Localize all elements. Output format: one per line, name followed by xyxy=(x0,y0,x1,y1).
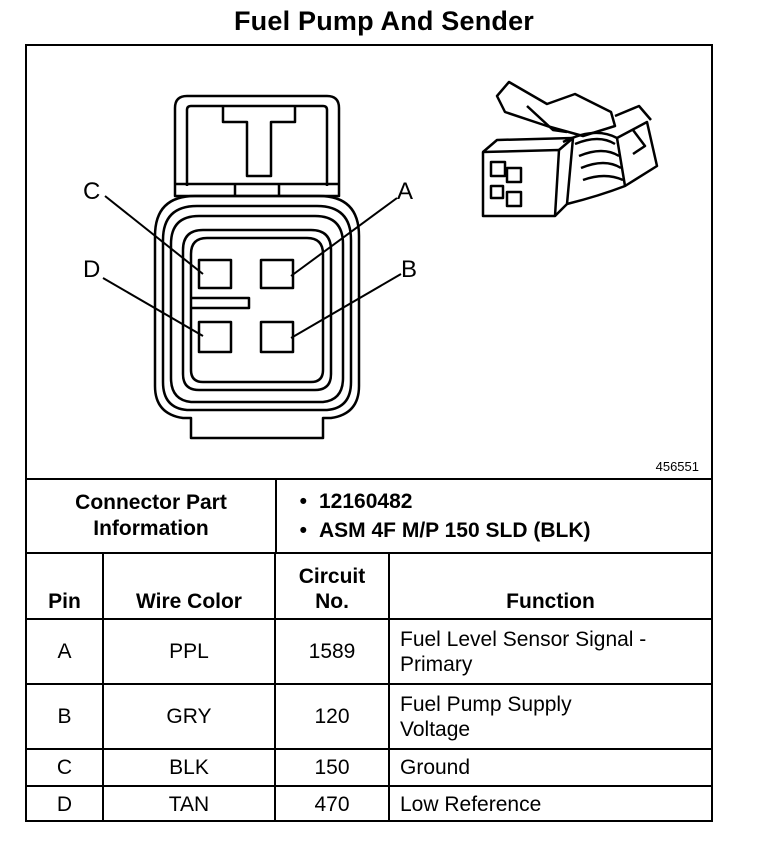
terminal-b xyxy=(259,320,295,354)
connector-lock-tab xyxy=(173,94,341,198)
connector-info-label-line2: Information xyxy=(93,517,209,540)
terminal-d xyxy=(197,320,233,354)
pin-table-header: Pin Wire Color Circuit No. Function xyxy=(27,554,711,620)
connector-isometric-view xyxy=(481,80,659,218)
cell-pin: C xyxy=(27,748,104,787)
connector-diagram: C A D B 456551 xyxy=(27,46,711,480)
cell-function-line1: Fuel Pump Supply xyxy=(400,692,572,716)
cell-function: Fuel Level Sensor Signal - Primary xyxy=(388,618,711,685)
cell-wire-color: BLK xyxy=(102,748,276,787)
cell-wire-color: PPL xyxy=(102,618,276,685)
cell-circuit: 120 xyxy=(274,683,390,750)
leader-line-a xyxy=(290,197,398,277)
cell-function: Low Reference xyxy=(388,785,711,822)
table-row: D TAN 470 Low Reference xyxy=(27,785,711,822)
pin-label-d: D xyxy=(83,256,101,283)
connector-info-item: 12160482 xyxy=(277,487,711,516)
page-title: Fuel Pump And Sender xyxy=(233,6,535,36)
cell-function-line2: Voltage xyxy=(400,717,471,741)
table-row: C BLK 150 Ground xyxy=(27,748,711,787)
pin-label-c: C xyxy=(83,178,101,205)
cell-wire-color: GRY xyxy=(102,683,276,750)
connector-info-list: 12160482 ASM 4F M/P 150 SLD (BLK) xyxy=(277,480,711,552)
pin-table: Pin Wire Color Circuit No. Function A PP… xyxy=(27,554,711,822)
cell-function: Ground xyxy=(388,748,711,787)
leader-line-d xyxy=(102,277,204,337)
header-circuit-line1: Circuit xyxy=(298,565,366,588)
connector-info-section: Connector Part Information 12160482 ASM … xyxy=(27,480,711,554)
cell-function: Fuel Pump Supply Voltage xyxy=(388,683,711,750)
connector-info-label: Connector Part Information xyxy=(27,480,277,552)
cell-pin: D xyxy=(27,785,104,822)
cell-circuit: 150 xyxy=(274,748,390,787)
connector-sheet: C A D B 456551 Connector Part Informatio… xyxy=(25,44,713,822)
polarization-key xyxy=(191,296,251,310)
header-wire-color: Wire Color xyxy=(102,554,276,620)
terminal-c xyxy=(197,258,233,290)
header-circuit: Circuit No. xyxy=(274,554,390,620)
connector-body xyxy=(153,194,361,440)
pin-label-b: B xyxy=(401,256,418,283)
header-function: Function xyxy=(388,554,711,620)
cell-function-line1: Fuel Level Sensor Signal - xyxy=(400,627,647,651)
header-circuit-line2: No. xyxy=(315,590,349,613)
figure-number: 456551 xyxy=(655,459,699,474)
cell-function-line2: Primary xyxy=(400,652,473,676)
pin-label-a: A xyxy=(397,178,414,205)
cell-pin: A xyxy=(27,618,104,685)
header-pin: Pin xyxy=(27,554,104,620)
connector-face-drawing xyxy=(102,80,659,440)
leader-line-c xyxy=(104,195,204,275)
cell-wire-color: TAN xyxy=(102,785,276,822)
terminal-a xyxy=(259,258,295,290)
connector-info-label-line1: Connector Part xyxy=(75,491,227,514)
table-row: A PPL 1589 Fuel Level Sensor Signal - Pr… xyxy=(27,618,711,685)
table-row: B GRY 120 Fuel Pump Supply Voltage xyxy=(27,683,711,750)
cell-circuit: 1589 xyxy=(274,618,390,685)
leader-line-b xyxy=(290,273,402,339)
cell-circuit: 470 xyxy=(274,785,390,822)
cell-pin: B xyxy=(27,683,104,750)
connector-info-item: ASM 4F M/P 150 SLD (BLK) xyxy=(277,516,711,545)
